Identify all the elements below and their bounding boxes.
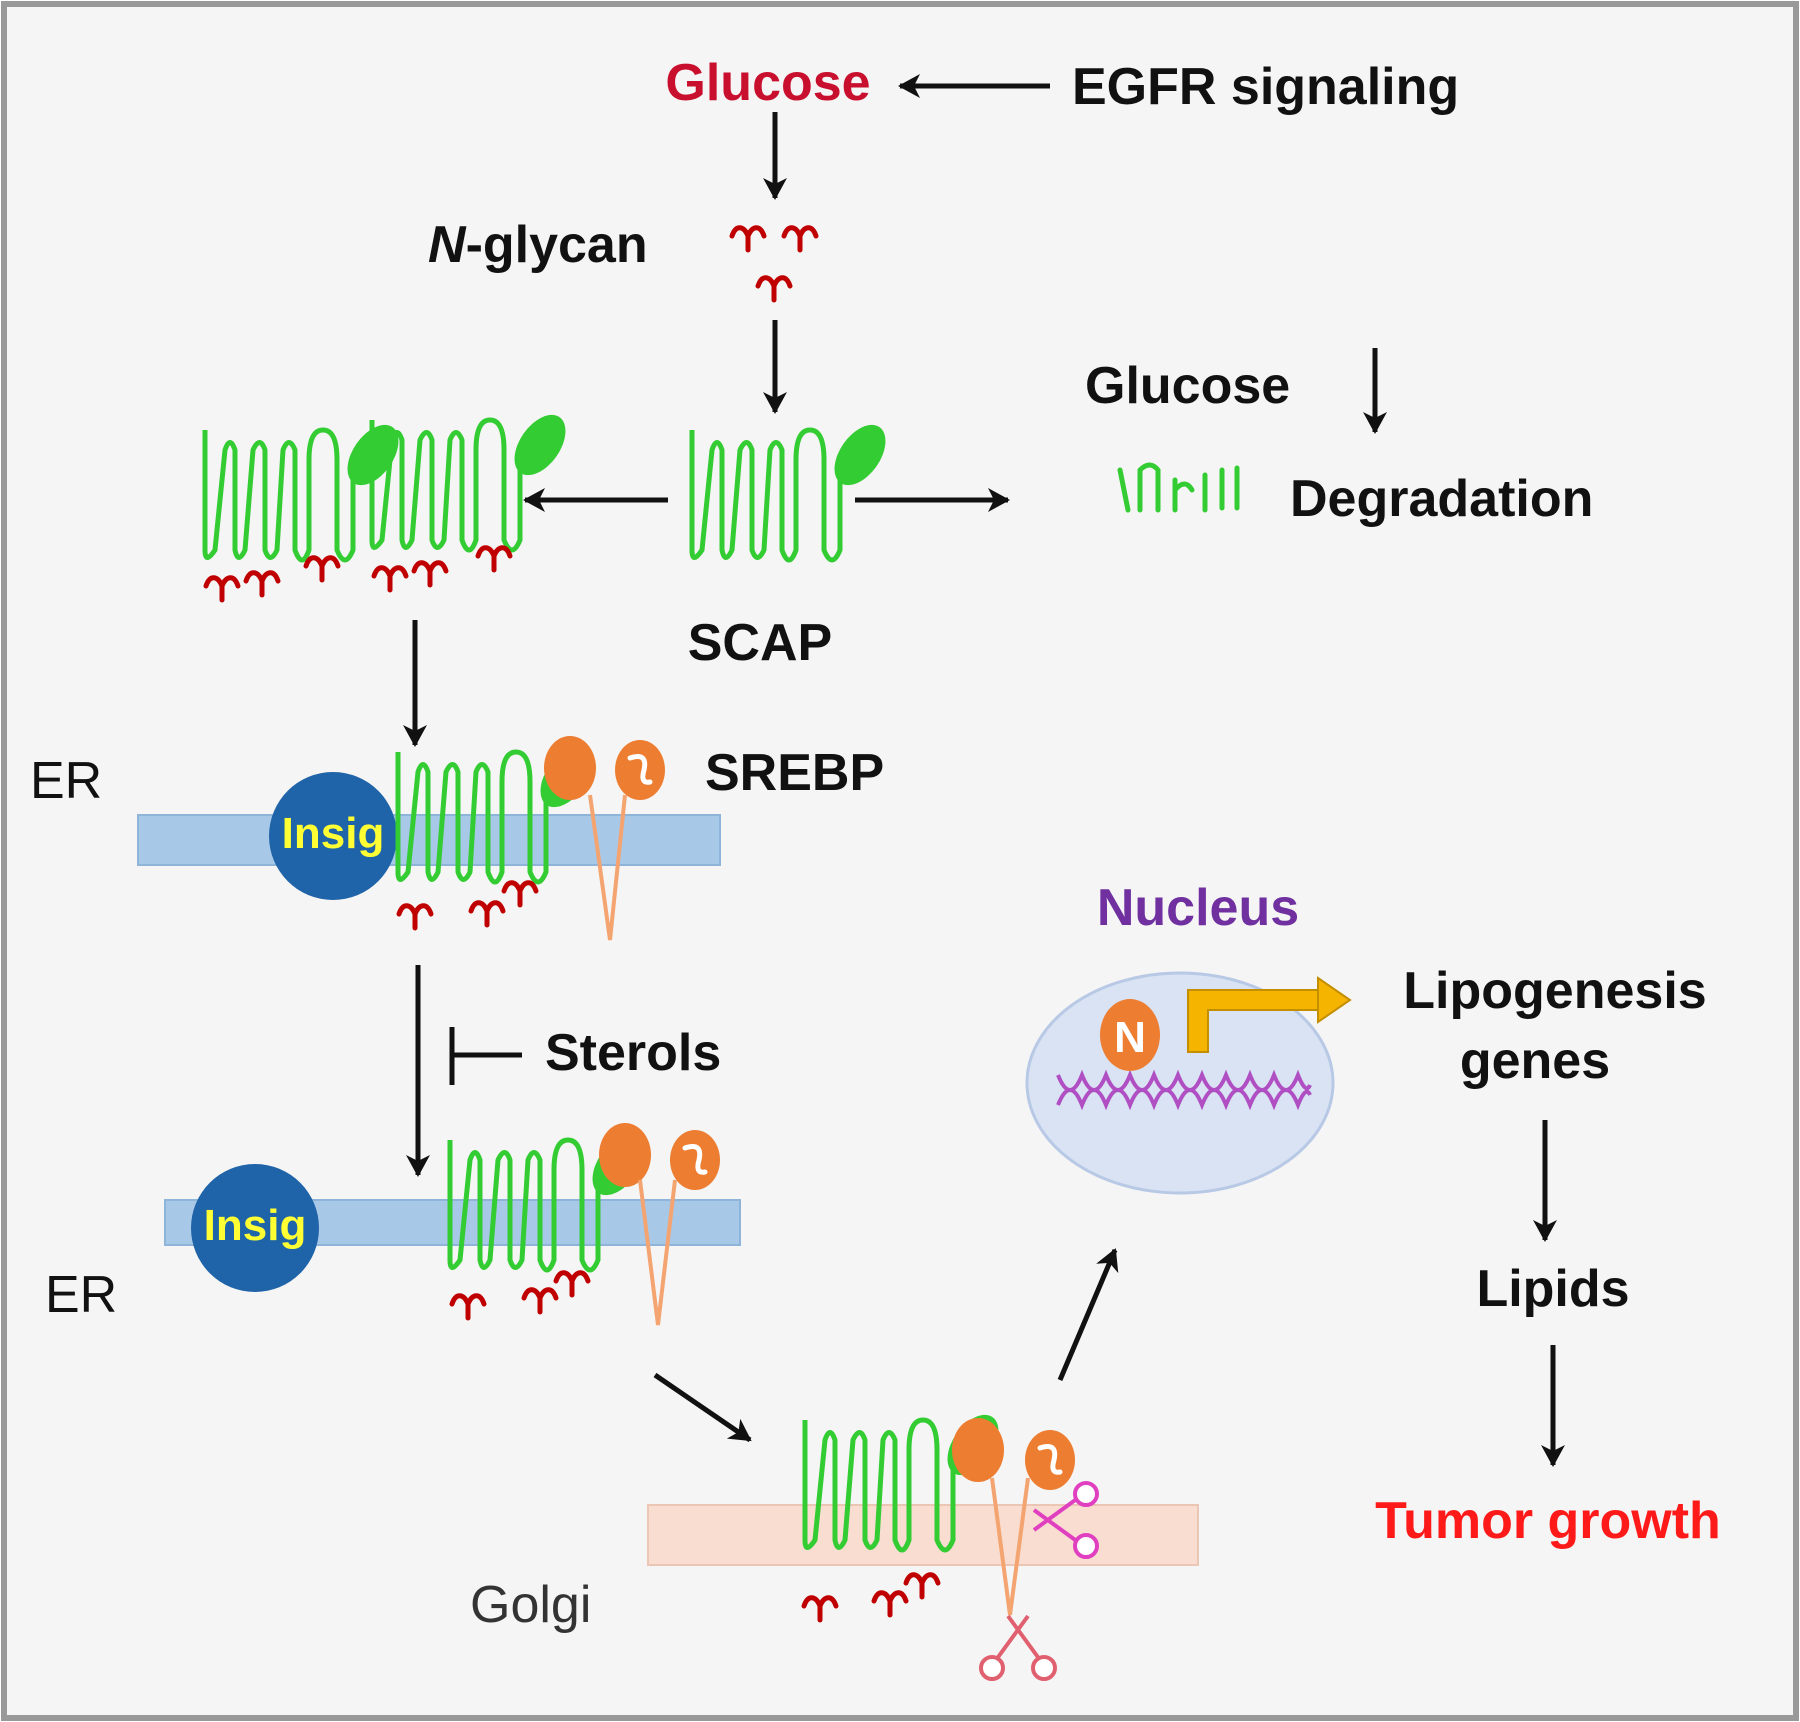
golgi-label: Golgi [470, 1576, 591, 1634]
srebp-transmembrane-bottom [638, 1179, 677, 1326]
srebp-regulatory-domain-golgi [952, 1418, 1004, 1482]
srebp-nuclear-fragment: N [1100, 999, 1160, 1071]
srebp-label: SREBP [705, 744, 884, 802]
n-glycan-label: N-glycan [428, 216, 648, 274]
er-to-golgi-arrow [653, 1372, 752, 1443]
degradation-label: Degradation [1290, 470, 1593, 528]
egfr-signaling-label: EGFR signaling [1072, 58, 1459, 116]
insig-label-bottom: Insig [204, 1201, 307, 1250]
sterols-label: Sterols [545, 1024, 721, 1082]
er-label-top: ER [30, 752, 102, 810]
dna-double-helix [1056, 1069, 1312, 1111]
scap-label: SCAP [688, 614, 832, 672]
srebp-transmembrane-golgi [990, 1477, 1030, 1616]
insig-protein-bottom [191, 1164, 319, 1292]
glucose-top-label: Glucose [665, 54, 870, 112]
transcription-start-arrow-icon [1187, 976, 1352, 1053]
n-glycan-italic-n: N [428, 216, 467, 274]
srebp-fragment-label: N [1114, 1013, 1146, 1062]
er-label-bottom: ER [45, 1266, 117, 1324]
srebp-n-terminal-top [615, 740, 665, 800]
nucleus-label: Nucleus [1097, 879, 1299, 937]
srebp-n-terminal-golgi [1025, 1430, 1075, 1490]
lipids-label: Lipids [1476, 1260, 1629, 1318]
genes-label: genes [1460, 1032, 1610, 1090]
sterols-inhibition-symbol [449, 1027, 522, 1085]
srebp-transmembrane-top [588, 794, 627, 941]
golgi-to-nucleus-arrow [1057, 1248, 1119, 1381]
n-glycan-suffix: -glycan [466, 216, 648, 274]
srebp-n-terminal-bottom [670, 1130, 720, 1190]
lipogenesis-label: Lipogenesis [1403, 962, 1706, 1020]
degraded-scap-icon [1117, 462, 1240, 513]
srebp-regulatory-domain-top [544, 736, 596, 800]
tumor-growth-label: Tumor growth [1375, 1492, 1721, 1550]
insig-label-top: Insig [282, 809, 385, 858]
insig-protein-top [269, 772, 397, 900]
srebp-regulatory-domain-bottom [599, 1123, 651, 1187]
glucose-low-label: Glucose [1085, 357, 1290, 415]
golgi-membrane [647, 1504, 1199, 1566]
